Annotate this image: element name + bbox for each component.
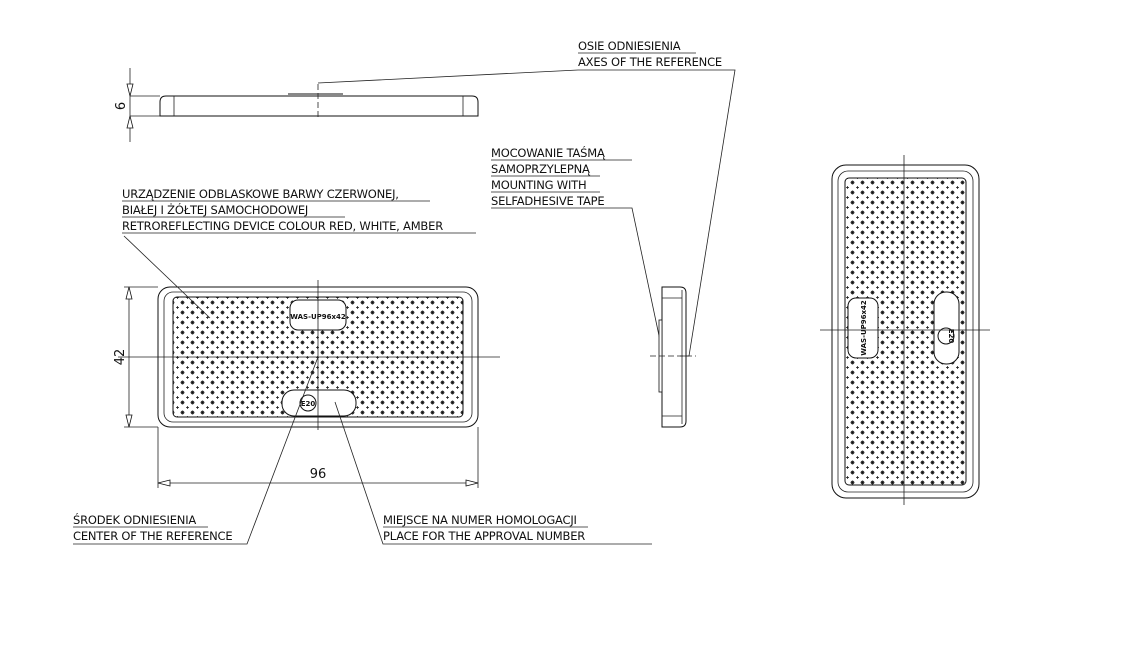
dimension-width: 96 [310,467,327,482]
device-callout: URZĄDZENIE ODBLASKOWE BARWY CZERWONEJ, B… [122,187,476,319]
device-label-pl-1: URZĄDZENIE ODBLASKOWE BARWY CZERWONEJ, [122,187,399,201]
axes-label-pl: OSIE ODNIESIENIA [578,39,681,53]
approval-label-pl: MIEJSCE NA NUMER HOMOLOGACJI [383,513,577,527]
side-profile-view [650,286,696,428]
model-marking-box-rotated [847,297,879,359]
mounting-callout: MOCOWANIE TAŚMĄ SAMOPRZYLEPNĄ MOUNTING W… [491,145,662,346]
device-label-pl-2: BIAŁEJ I ŻÓŁTEJ SAMOCHODOWEJ [122,202,308,217]
rotated-front-view: WAS-UP96x42 E20 [820,155,990,505]
device-label-en: RETROREFLECTING DEVICE COLOUR RED, WHITE… [122,219,443,233]
mounting-label-pl-2: SAMOPRZYLEPNĄ [491,162,591,176]
center-callout: ŚRODEK ODNIESIENIA CENTER OF THE REFEREN… [73,356,319,545]
mounting-label-en-2: SELFADHESIVE TAPE [491,194,604,208]
approval-marking-rotated: E20 [947,329,955,344]
axes-callout: OSIE ODNIESIENIA AXES OF THE REFERENCE [317,39,736,357]
center-label-en: CENTER OF THE REFERENCE [73,529,232,543]
mounting-label-en-1: MOUNTING WITH [491,178,586,192]
approval-marking: E20 [301,400,316,408]
axes-label-en: AXES OF THE REFERENCE [578,55,722,69]
dimension-thickness: 6 [114,102,129,110]
front-view: WAS-UP96x42 E20 42 96 [113,280,500,488]
approval-callout: MIEJSCE NA NUMER HOMOLOGACJI PLACE FOR T… [334,401,652,545]
top-side-view: 6 [114,68,479,142]
mounting-label-pl-1: MOCOWANIE TAŚMĄ [491,145,606,160]
dimension-height: 42 [113,349,128,366]
approval-label-en: PLACE FOR THE APPROVAL NUMBER [383,529,585,543]
center-label-pl: ŚRODEK ODNIESIENIA [73,512,196,527]
approval-number-box [281,389,357,417]
model-marking-rotated: WAS-UP96x42 [860,300,868,356]
